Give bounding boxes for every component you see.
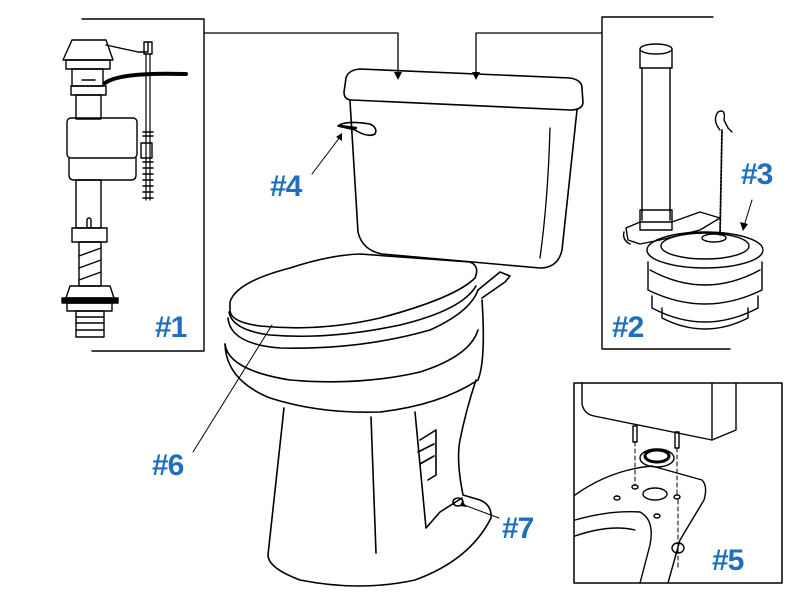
callout-label-4: #4 — [270, 170, 302, 203]
inset-frame-fill-valve — [81, 18, 402, 352]
callout-label-3: #3 — [741, 158, 773, 191]
gasket-illustration — [574, 382, 737, 584]
inset-frame-gasket — [573, 382, 783, 584]
callout-label-1: #1 — [155, 311, 187, 344]
flush-valve-illustration — [622, 43, 764, 330]
callout-label-7: #7 — [502, 512, 534, 545]
callout-label-5: #5 — [712, 544, 744, 577]
toilet-bowl-illustration — [192, 253, 511, 587]
inset-frame-flush-valve — [472, 16, 731, 350]
fill-valve-illustration — [61, 39, 188, 338]
toilet-tank-illustration — [311, 68, 584, 269]
callout-label-6: #6 — [152, 449, 184, 482]
callout-label-2: #2 — [612, 311, 644, 344]
